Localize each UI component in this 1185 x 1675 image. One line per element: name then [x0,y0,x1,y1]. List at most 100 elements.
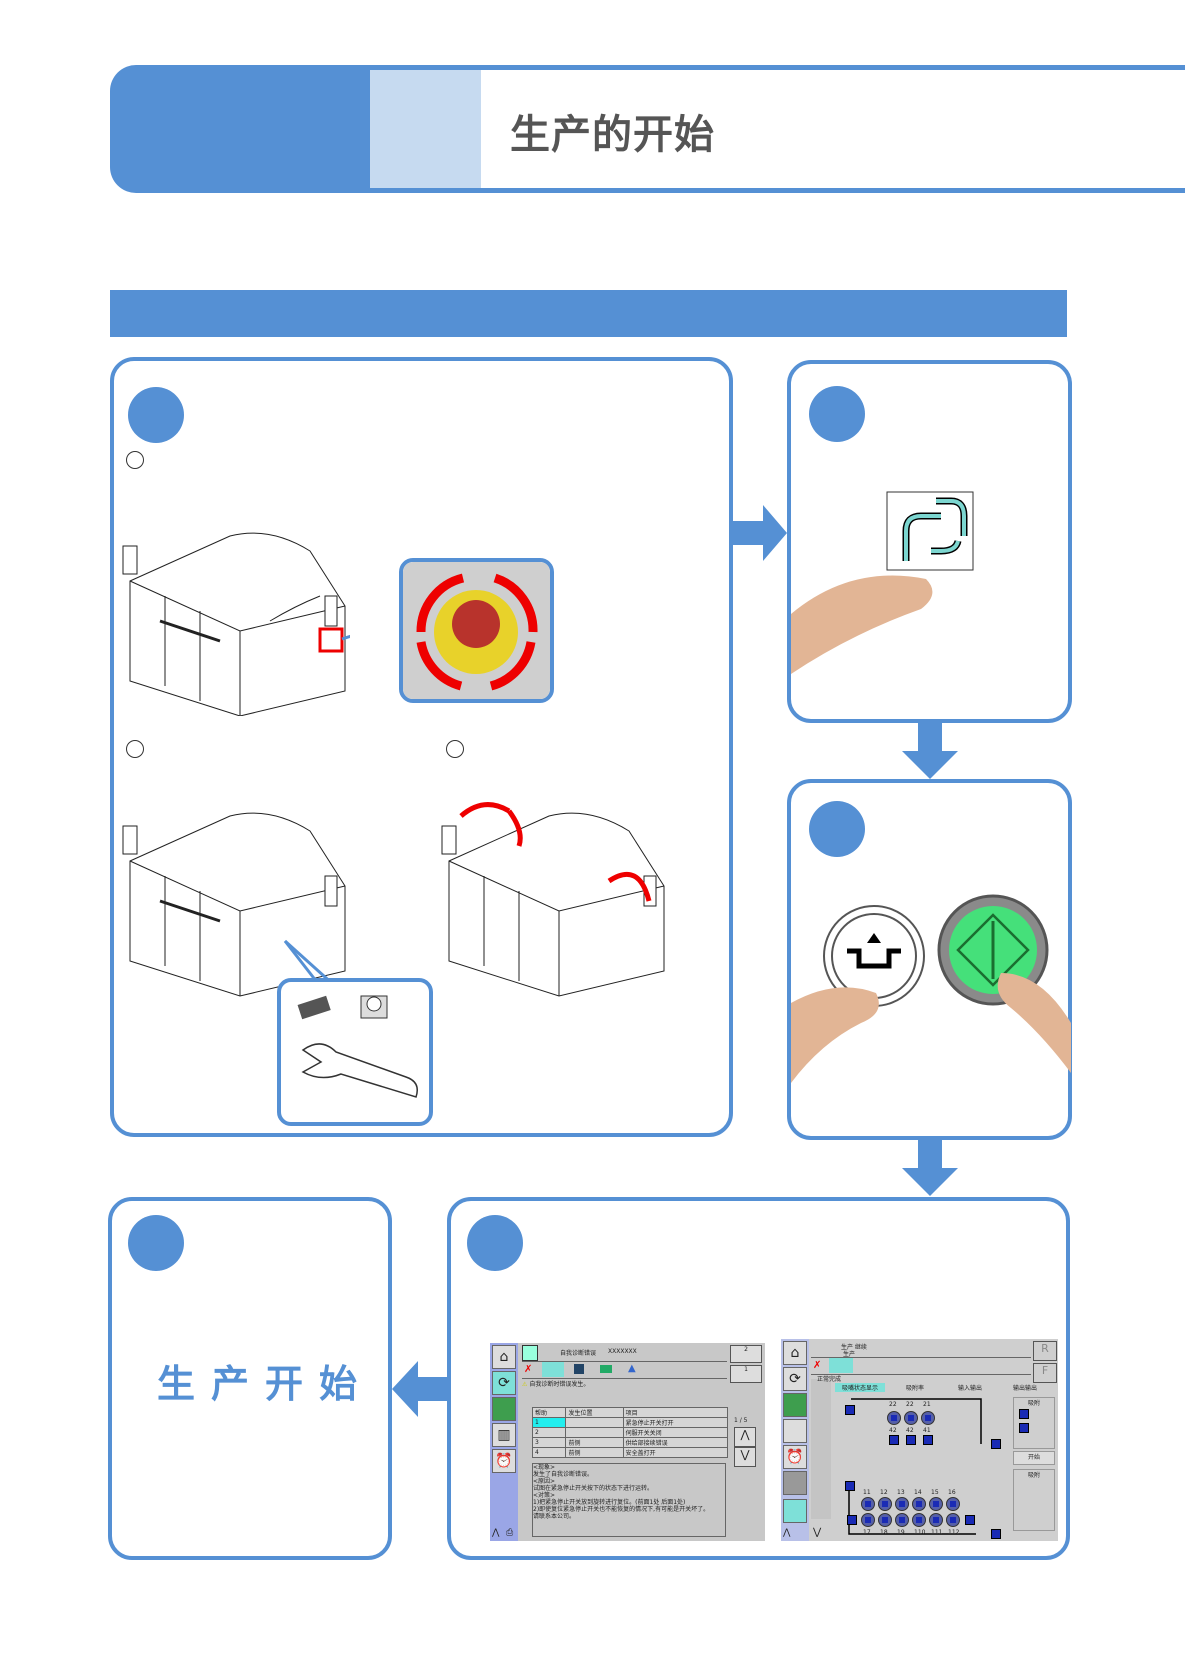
nozzle-label: 18 [880,1529,888,1536]
flow-arrow-right [733,505,787,561]
screen-title: 自我诊断错误 [560,1350,597,1357]
alarm-icon[interactable]: ⏰ [492,1449,516,1473]
nozzle-tab-icon[interactable] [829,1358,853,1373]
step-5-marker [467,1215,523,1271]
nozzle [929,1513,943,1527]
chart-icon[interactable]: ▥ [492,1423,516,1447]
alarm-icon[interactable]: ⏰ [783,1445,807,1469]
nozzle [912,1497,926,1511]
feeder-marker [991,1529,1001,1539]
nozzle [887,1411,901,1425]
nozzle-slot [889,1435,899,1445]
reset-button-icon [823,905,925,1007]
nozzle-icon[interactable] [783,1499,807,1523]
nozzle-label: 41 [923,1427,931,1434]
close-cover-arrow [607,871,652,902]
tab-nozzle-status[interactable]: 吸嘴状态显示 [835,1383,885,1392]
nozzle-label: 11 [863,1489,871,1496]
tbl-f-button[interactable]: F [1033,1363,1057,1383]
feeder-marker [845,1405,855,1415]
tab-pickup-rate[interactable]: 吸附率 [905,1385,924,1392]
tab-bar: 吸嘴状态显示 吸附率 输入输出 输出输出 [835,1383,1055,1392]
nozzle-label: 22 [906,1401,914,1408]
home-icon[interactable]: ⌂ [492,1345,516,1369]
production-tab-icon[interactable] [542,1362,564,1377]
tab-io-2[interactable]: 输出输出 [1012,1385,1037,1392]
page-indicator: 1 / 5 [734,1417,748,1424]
tbl-r-button[interactable]: R [1033,1341,1057,1361]
page-up-button[interactable]: ⋀ [734,1427,756,1447]
status-text: 正常完成 [817,1376,842,1383]
printer-icon[interactable]: ⎙ [506,1528,514,1538]
scroll-up-icon[interactable]: ⋀ [783,1528,791,1538]
page-title: 生产的开始 [510,112,715,158]
production-icon[interactable]: ⟳ [492,1371,516,1395]
header-top-rule [370,65,1185,70]
tbl-2-button[interactable]: 2 [730,1345,762,1363]
feeder-marker [965,1515,975,1525]
feeder-marker [847,1515,857,1525]
tab-io-1[interactable]: 输入输出 [957,1385,982,1392]
start-button[interactable]: 开始 [1013,1451,1055,1465]
nozzle-label: 110 [914,1529,926,1536]
production-icon [886,491,974,571]
step-4-box: 生产开始 [108,1197,392,1560]
finger-illustration [791,987,879,1083]
sub-step-c-marker [446,740,464,758]
step-1-marker [128,387,184,443]
production-icon[interactable]: ⟳ [783,1367,807,1391]
step-2-box [787,360,1072,723]
nozzle-label: 14 [914,1489,922,1496]
map-icon[interactable] [783,1419,807,1443]
nozzle-slot [923,1435,933,1445]
board-icon[interactable] [783,1393,807,1417]
head-layout-diagram [848,1398,982,1535]
nozzle [912,1513,926,1527]
error-screen: ⌂ ⟳ ▥ ⏰ ⋀ ⎙ 自我诊断错误 XXXXXXX ✗ ▲ 2 1 ⚠ 自我诊… [490,1343,765,1541]
close-cover-arrow [459,802,511,818]
machine-illustration-1 [122,532,350,716]
flow-arrow-down [902,1140,958,1196]
scroll-down-icon[interactable]: ⋁ [813,1527,822,1538]
globe-icon[interactable] [574,1364,584,1374]
nozzle [895,1497,909,1511]
nozzle [895,1513,909,1527]
error-detail: <现象>发生了自我诊断错误。<原因>试图在紧急停止开关按下的状态下进行运转。<对… [532,1463,726,1537]
step-4-marker [128,1215,184,1271]
cancel-icon[interactable]: ✗ [813,1360,822,1371]
nozzle [946,1513,960,1527]
nozzle [878,1497,892,1511]
screen-toolbar: ✗ ▲ [522,1361,727,1379]
board-icon[interactable] [492,1397,516,1421]
sub-step-a-marker [126,451,144,469]
graph-icon[interactable]: ▲ [628,1363,636,1374]
screen-toolbar: ✗ [811,1357,1031,1375]
cancel-icon[interactable]: ✗ [524,1364,533,1375]
nozzle [861,1513,875,1527]
feeder-marker [1019,1423,1029,1433]
warning-message: ⚠ 自我诊断时错误发生。 [522,1381,590,1388]
sub-step-b-marker [126,740,144,758]
disabled-icon [783,1471,807,1495]
nozzle-label: 12 [880,1489,888,1496]
file-name: XXXXXXX [608,1348,637,1355]
step-3-box [787,779,1072,1140]
production-start-label: 生产开始 [157,1362,374,1406]
nozzle-label: 111 [931,1529,943,1536]
pickup-panel-2: 吸附 [1013,1469,1055,1531]
home-icon[interactable]: ⌂ [783,1341,807,1365]
warning-icon: ⚠ [522,1381,528,1388]
tool-column [811,1379,831,1519]
step-2-marker [809,386,865,442]
nozzle-label: 16 [948,1489,956,1496]
scroll-up-icon[interactable]: ⋀ [492,1528,500,1538]
board-tab-icon[interactable] [600,1365,612,1373]
page-down-button[interactable]: ⋁ [734,1447,756,1467]
finger-illustration [997,973,1071,1073]
tbl-1-button[interactable]: 1 [730,1365,762,1383]
header-accent-block [110,65,370,193]
